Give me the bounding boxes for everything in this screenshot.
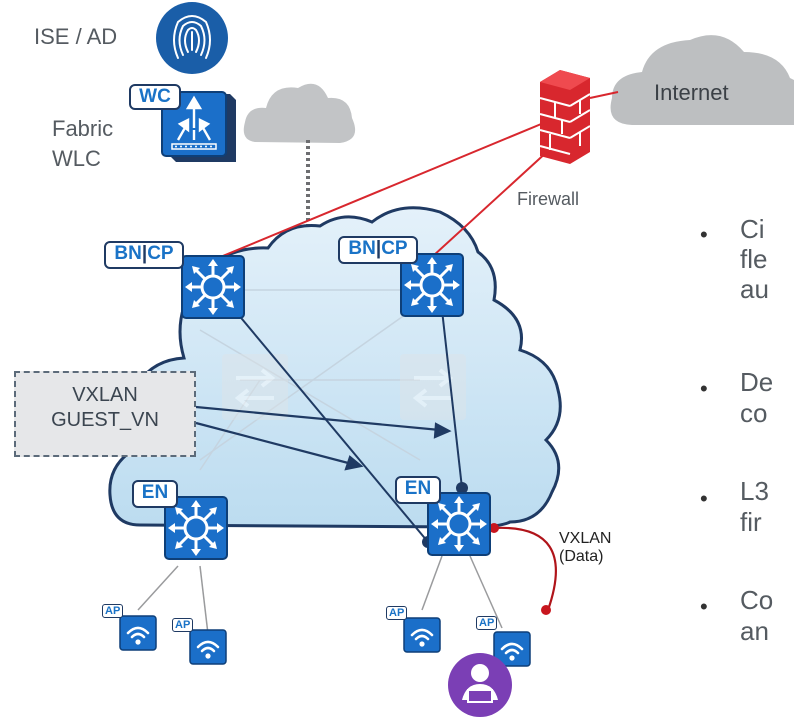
guest-vn-box: VXLAN GUEST_VN bbox=[14, 371, 196, 457]
bullet-text-line: L3 bbox=[740, 476, 769, 506]
fabric-links bbox=[236, 309, 463, 543]
en-badge-left: EN bbox=[132, 480, 178, 508]
internet-label: Internet bbox=[654, 80, 729, 105]
guest-vn-label-1: VXLAN bbox=[72, 384, 138, 406]
bullet-marker: • bbox=[700, 222, 708, 247]
bullet-marker: • bbox=[700, 486, 708, 511]
ise-ad-label: ISE / AD bbox=[34, 24, 118, 49]
bullet-text-line: au bbox=[740, 274, 769, 304]
wifi-icon bbox=[188, 628, 228, 666]
firewall-label: Firewall bbox=[517, 189, 580, 209]
ap-badge: AP bbox=[386, 606, 408, 620]
bullet-text-line: co bbox=[740, 398, 768, 428]
ap-badge: AP bbox=[102, 604, 124, 618]
guest-vn-label-2: GUEST_VN bbox=[51, 409, 159, 431]
firewall-icon bbox=[539, 70, 591, 164]
guest-arrows bbox=[195, 405, 452, 471]
wifi-icon bbox=[118, 614, 158, 652]
cp-badge-text: CP bbox=[381, 238, 408, 259]
faint-switch-right bbox=[400, 354, 466, 420]
bullet-text-line: De bbox=[740, 367, 774, 397]
bullet-marker: • bbox=[700, 376, 708, 401]
ap-links bbox=[137, 555, 503, 635]
faint-switch-left bbox=[222, 354, 288, 420]
bullet-text-line: an bbox=[740, 616, 769, 646]
badge-separator: | bbox=[141, 243, 148, 264]
badge-separator: | bbox=[375, 238, 382, 259]
fingerprint-icon bbox=[156, 2, 228, 74]
switch-icon bbox=[180, 254, 246, 320]
cloud-mesh bbox=[199, 289, 441, 471]
bn-cp-badge-right: BN|CP bbox=[338, 236, 418, 264]
bn-badge-text: BN bbox=[114, 243, 142, 264]
vxlan-data-label-1: VXLAN bbox=[559, 530, 612, 547]
bullet-marker: • bbox=[700, 594, 708, 619]
internet-cloud-shape bbox=[610, 35, 794, 125]
en-badge-right: EN bbox=[395, 476, 441, 504]
wc-badge: WC bbox=[129, 84, 181, 110]
red-link-internet bbox=[589, 91, 619, 99]
red-link-right bbox=[432, 149, 550, 257]
user-laptop-icon bbox=[448, 653, 512, 717]
bullet-text-line: fle bbox=[740, 244, 768, 274]
gray-cloud-wlc bbox=[243, 83, 356, 143]
wlc-label: WLC bbox=[52, 146, 101, 171]
ap-badge: AP bbox=[476, 616, 498, 630]
bn-badge-text: BN bbox=[348, 238, 376, 259]
red-link-left bbox=[217, 121, 547, 259]
vxlan-data-label-2: (Data) bbox=[559, 548, 604, 565]
wifi-icon bbox=[402, 616, 442, 654]
bn-cp-badge-left: BN|CP bbox=[104, 241, 184, 269]
bullet-text-line: Co bbox=[740, 585, 774, 615]
bullet-text-line: Ci bbox=[740, 214, 765, 244]
ap-badge: AP bbox=[172, 618, 194, 632]
bullet-text-line: fir bbox=[740, 507, 762, 537]
fabric-label: Fabric bbox=[52, 116, 114, 141]
cp-badge-text: CP bbox=[147, 243, 174, 264]
vxlan-data-link bbox=[493, 526, 557, 611]
